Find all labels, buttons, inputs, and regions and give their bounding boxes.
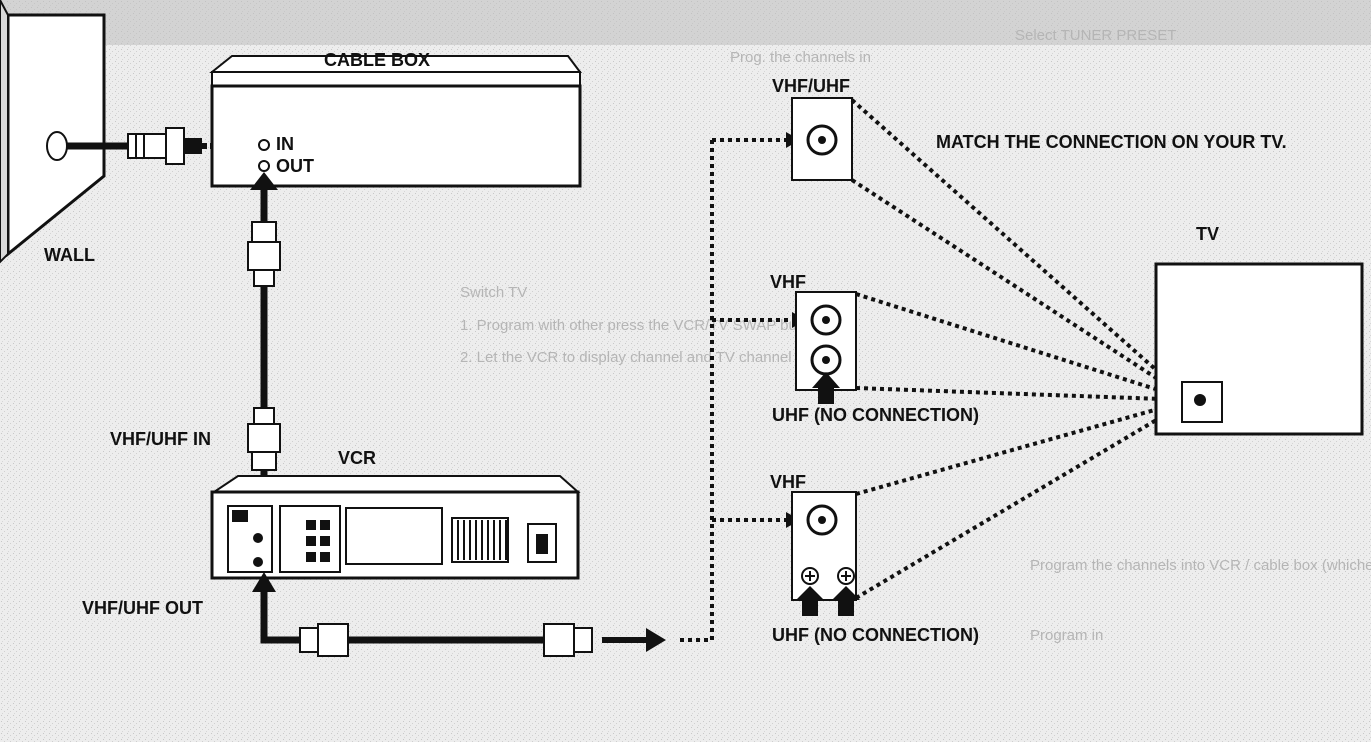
cable-box-in-label: IN xyxy=(276,134,294,154)
ghost-text-1: Select TUNER PRESET xyxy=(1015,27,1176,44)
cable-box-out-label: OUT xyxy=(276,156,314,176)
vcr-in-label: VHF/UHF IN xyxy=(110,429,211,449)
ghost-text-6: Program the channels into VCR / cable bo… xyxy=(1030,557,1371,574)
top-scan-band xyxy=(0,0,1371,45)
tv-label: TV xyxy=(1196,224,1219,244)
uhf-no-connection-label-2: UHF (NO CONNECTION) xyxy=(772,625,979,645)
uhf-no-connection-label-1: UHF (NO CONNECTION) xyxy=(772,405,979,425)
wall-label: WALL xyxy=(44,245,95,265)
arrow-up-icon xyxy=(250,172,278,190)
ghost-text-7: Program in xyxy=(1030,627,1103,644)
vcr-out-label: VHF/UHF OUT xyxy=(82,598,203,618)
ghost-text-5: 2. Let the VCR to display channel and TV… xyxy=(460,349,792,366)
vhf-label-2: VHF xyxy=(770,472,806,492)
vcr-out-port xyxy=(253,557,263,567)
cable-box-out-port xyxy=(258,160,270,172)
vcr-in-port xyxy=(253,533,263,543)
tv xyxy=(1154,262,1364,436)
cable-box-in-port xyxy=(258,139,270,151)
vhf-label-1: VHF xyxy=(770,272,806,292)
wall-outlet-icon xyxy=(46,131,68,161)
vcr xyxy=(210,475,581,580)
vcr-label: VCR xyxy=(338,448,376,468)
arrow-up-icon-2 xyxy=(252,572,276,592)
tv-input-option-vhf-uhf-round xyxy=(795,291,857,404)
uhf-arrow-icon xyxy=(812,372,840,404)
vcr-to-tv-cable xyxy=(252,572,666,657)
tv-input-option-vhf-uhf-screw xyxy=(791,491,860,616)
tv-fan-lines xyxy=(850,98,1192,600)
wall xyxy=(0,0,130,264)
background-text: Select TUNER PRESET Prog. the channels i… xyxy=(460,27,1371,644)
tv-input-option-vhf-uhf xyxy=(791,97,853,181)
ghost-text-3: Switch TV xyxy=(460,284,527,301)
vhf-uhf-label: VHF/UHF xyxy=(772,76,850,96)
tv-antenna-port xyxy=(1194,394,1206,406)
arrow-right-icon-2 xyxy=(646,628,666,652)
cable-box xyxy=(209,55,582,188)
ghost-text-4: 1. Program with other press the VCR/TV S… xyxy=(460,317,822,334)
ghost-text-2: Prog. the channels in xyxy=(730,49,871,66)
match-connection-label: MATCH THE CONNECTION ON YOUR TV. xyxy=(936,132,1287,152)
cable-box-label: CABLE BOX xyxy=(324,50,430,70)
